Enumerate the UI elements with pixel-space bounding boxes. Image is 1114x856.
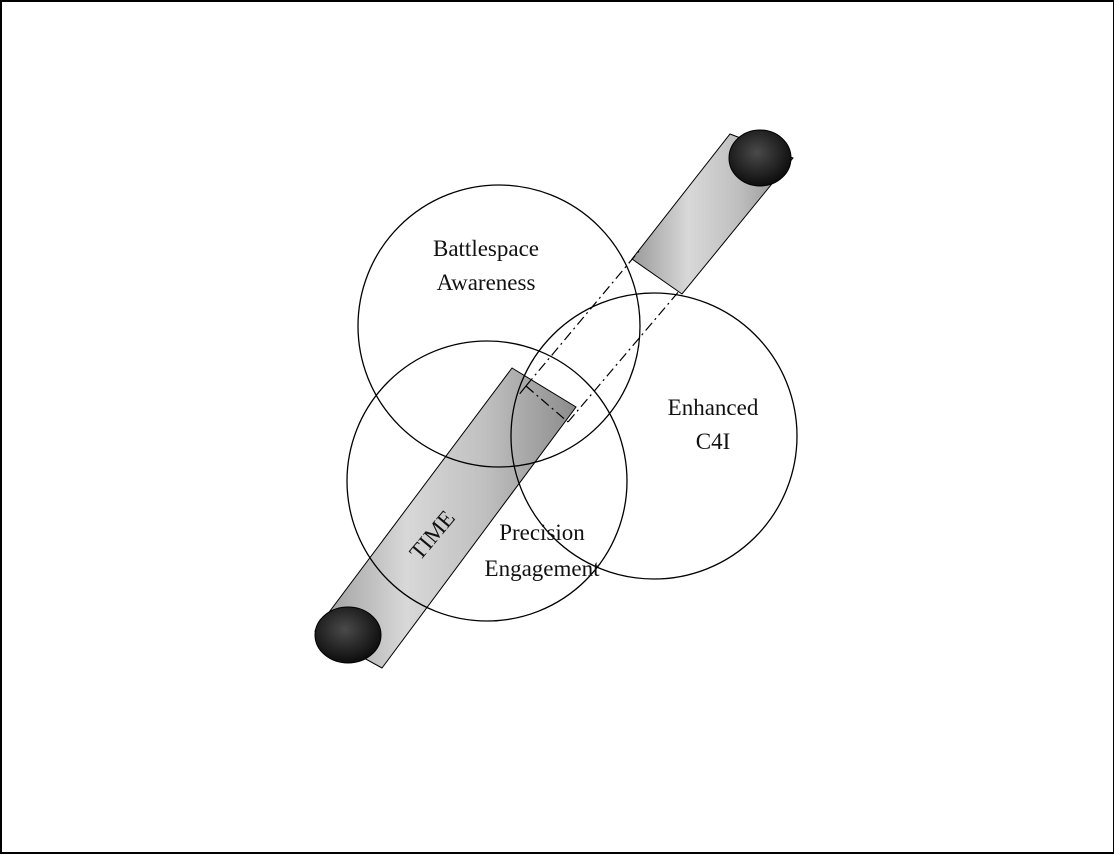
enhanced-c4i-label-line1: Enhanced [668, 395, 759, 420]
time-tube-end-cap [728, 129, 792, 187]
enhanced-c4i-label-line2: C4I [696, 429, 731, 454]
time-tube-start-cap [314, 606, 382, 664]
precision-label-line1: Precision [499, 520, 585, 545]
precision-label-line2: Engagement [485, 556, 601, 581]
circle-enhanced-c4i [510, 292, 798, 580]
circle-battlespace-awareness [357, 184, 641, 468]
battlespace-label-line1: Battlespace [433, 236, 539, 261]
time-tube-hidden-outline [517, 250, 681, 423]
circle-precision-engagement [346, 340, 628, 622]
battlespace-label-line2: Awareness [437, 270, 536, 295]
